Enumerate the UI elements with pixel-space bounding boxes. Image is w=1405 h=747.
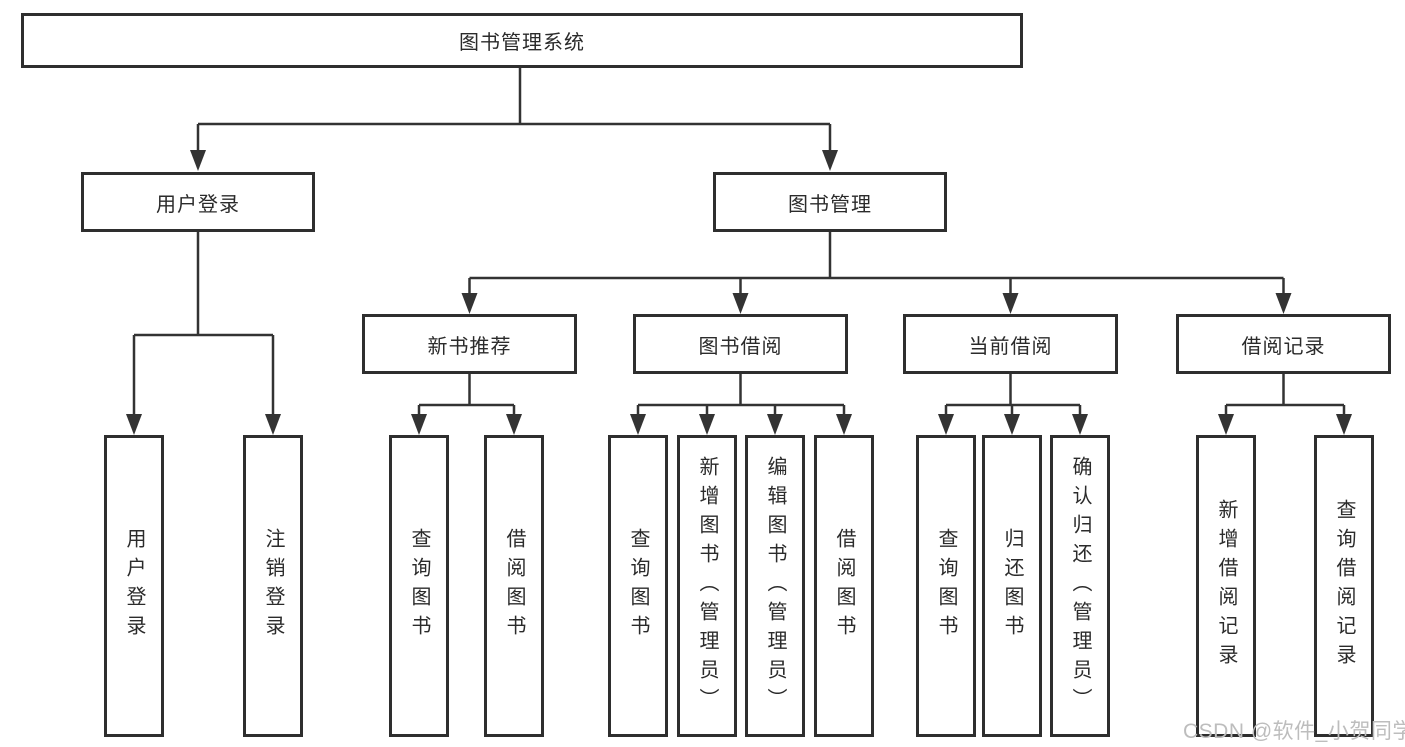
leaf-user-login: 用户登录	[104, 435, 164, 737]
leaf-label: 查询图书	[935, 528, 957, 644]
leaf-label: 借阅图书	[503, 528, 525, 644]
leaf-add-borrow-record: 新增借阅记录	[1196, 435, 1256, 737]
node-label: 新书推荐	[427, 335, 512, 358]
leaf-label: 查询图书	[627, 528, 649, 644]
node-user-login: 用户登录	[81, 172, 315, 232]
node-system-root: 图书管理系统	[21, 13, 1023, 68]
leaf-label: 新增借阅记录	[1215, 499, 1237, 673]
leaf-borrow-books-recommend: 借阅图书	[484, 435, 544, 737]
leaf-query-books-current: 查询图书	[916, 435, 976, 737]
leaf-label: 新增图书（管理员）	[696, 455, 718, 717]
node-label: 图书管理系统	[459, 32, 585, 54]
leaf-label: 编辑图书（管理员）	[764, 455, 786, 717]
node-book-management: 图书管理	[713, 172, 947, 232]
node-label: 图书借阅	[698, 335, 783, 358]
node-new-book-recommend: 新书推荐	[362, 314, 577, 374]
leaf-edit-books-admin: 编辑图书（管理员）	[745, 435, 805, 737]
node-label: 图书管理	[788, 193, 872, 216]
leaf-add-books-admin: 新增图书（管理员）	[677, 435, 737, 737]
node-book-borrowing: 图书借阅	[633, 314, 848, 374]
leaf-label: 用户登录	[123, 528, 145, 644]
leaf-query-books-recommend: 查询图书	[389, 435, 449, 737]
node-current-borrowing: 当前借阅	[903, 314, 1118, 374]
node-label: 借阅记录	[1241, 335, 1326, 358]
leaf-query-books-borrowing: 查询图书	[608, 435, 668, 737]
csdn-watermark: CSDN @软件_小贺同学	[1183, 720, 1405, 743]
leaf-label: 归还图书	[1001, 528, 1023, 644]
node-label: 当前借阅	[968, 335, 1053, 358]
node-borrowing-records: 借阅记录	[1176, 314, 1391, 374]
node-label: 用户登录	[156, 193, 240, 216]
leaf-label: 查询借阅记录	[1333, 499, 1355, 673]
leaf-logout: 注销登录	[243, 435, 303, 737]
leaf-label: 查询图书	[408, 528, 430, 644]
leaf-label: 注销登录	[262, 528, 284, 644]
leaf-label: 确认归还（管理员）	[1069, 455, 1091, 717]
leaf-confirm-return-admin: 确认归还（管理员）	[1050, 435, 1110, 737]
leaf-borrow-books: 借阅图书	[814, 435, 874, 737]
leaf-label: 借阅图书	[833, 528, 855, 644]
leaf-return-books: 归还图书	[982, 435, 1042, 737]
arrowhead-icons	[126, 150, 1352, 435]
leaf-query-borrow-record: 查询借阅记录	[1314, 435, 1374, 737]
